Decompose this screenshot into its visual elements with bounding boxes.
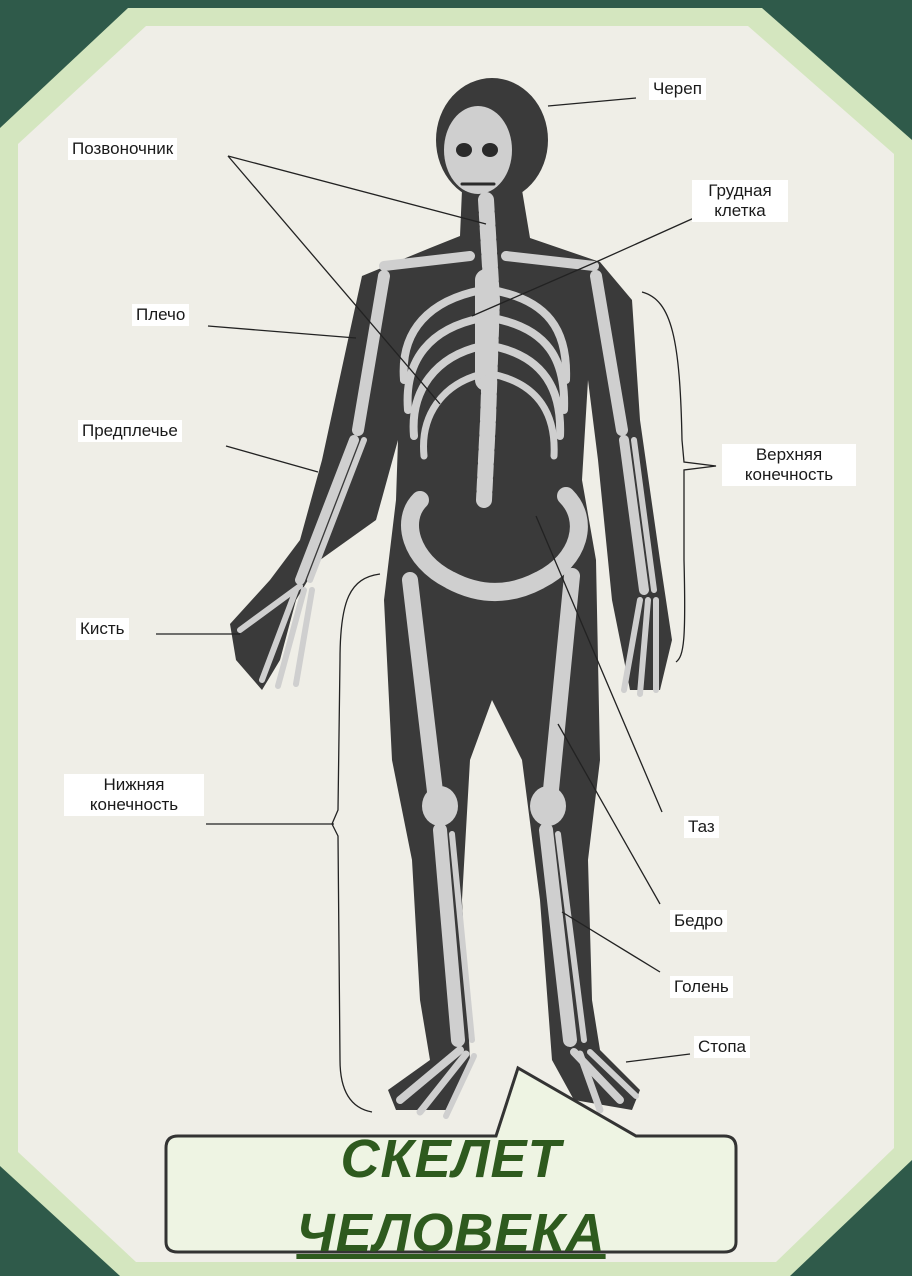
label-spine: Позвоночник [68,138,177,160]
label-skull: Череп [649,78,706,100]
label-upper-limb-line2: конечность [726,465,852,485]
label-shoulder: Плечо [132,304,189,326]
label-ribcage: Грудная клетка [692,180,788,222]
callout-line2: ЧЕЛОВЕКА [168,1196,734,1270]
callout-title: СКЕЛЕТ ЧЕЛОВЕКА [168,1122,734,1270]
label-lower-limb-line2: конечность [68,795,200,815]
label-hand: Кисть [76,618,129,640]
label-ribcage-line2: клетка [696,201,784,221]
label-forearm: Предплечье [78,420,182,442]
label-lower-limb: Нижняя конечность [64,774,204,816]
callout-line1: СКЕЛЕТ [168,1122,734,1196]
label-pelvis: Таз [684,816,719,838]
label-upper-limb: Верхняя конечность [722,444,856,486]
label-foot: Стопа [694,1036,750,1058]
label-shin: Голень [670,976,733,998]
label-ribcage-line1: Грудная [696,181,784,201]
label-lower-limb-line1: Нижняя [68,775,200,795]
label-thigh: Бедро [670,910,727,932]
label-upper-limb-line1: Верхняя [726,445,852,465]
